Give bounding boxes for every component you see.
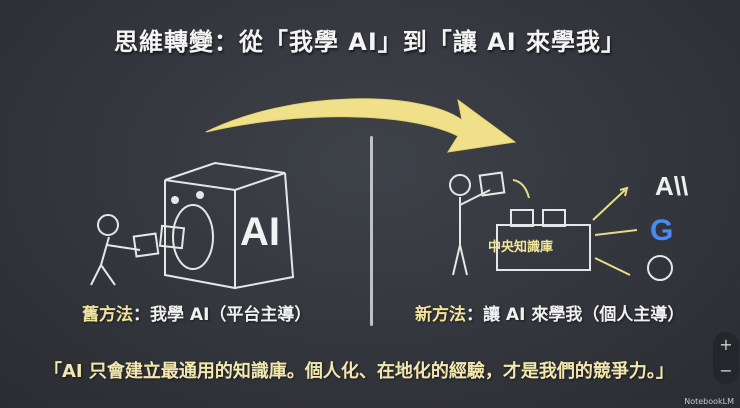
knowledge-base-label: 中央知識庫 [488,240,554,255]
quote-text: 「AI 只會建立最通用的知識庫。個人化、在地化的經驗，才是我們的競爭力。」 [44,361,674,382]
zoom-control: + − [713,332,739,384]
svg-text:AI: AI [240,210,280,254]
new-method-illustration: A\\ G [449,171,688,281]
zoom-in-button[interactable]: + [719,335,733,354]
slide-title: 思維轉變：從「我學 AI」到「讓 AI 來學我」 [113,28,627,56]
google-logo: G [650,214,673,247]
zoom-out-button[interactable]: − [719,361,733,380]
brand-watermark: NotebookLM [684,397,734,406]
openai-logo [647,255,673,281]
anthropic-logo: A\\ [655,171,688,201]
old-method-illustration: AI [90,161,295,290]
old-method-caption: 舊方法：我學 AI（平台主導） [82,305,312,325]
new-method-caption: 新方法：讓 AI 來學我（個人主導） [415,305,685,325]
curved-arrow-icon [205,98,517,153]
divider [370,136,373,326]
